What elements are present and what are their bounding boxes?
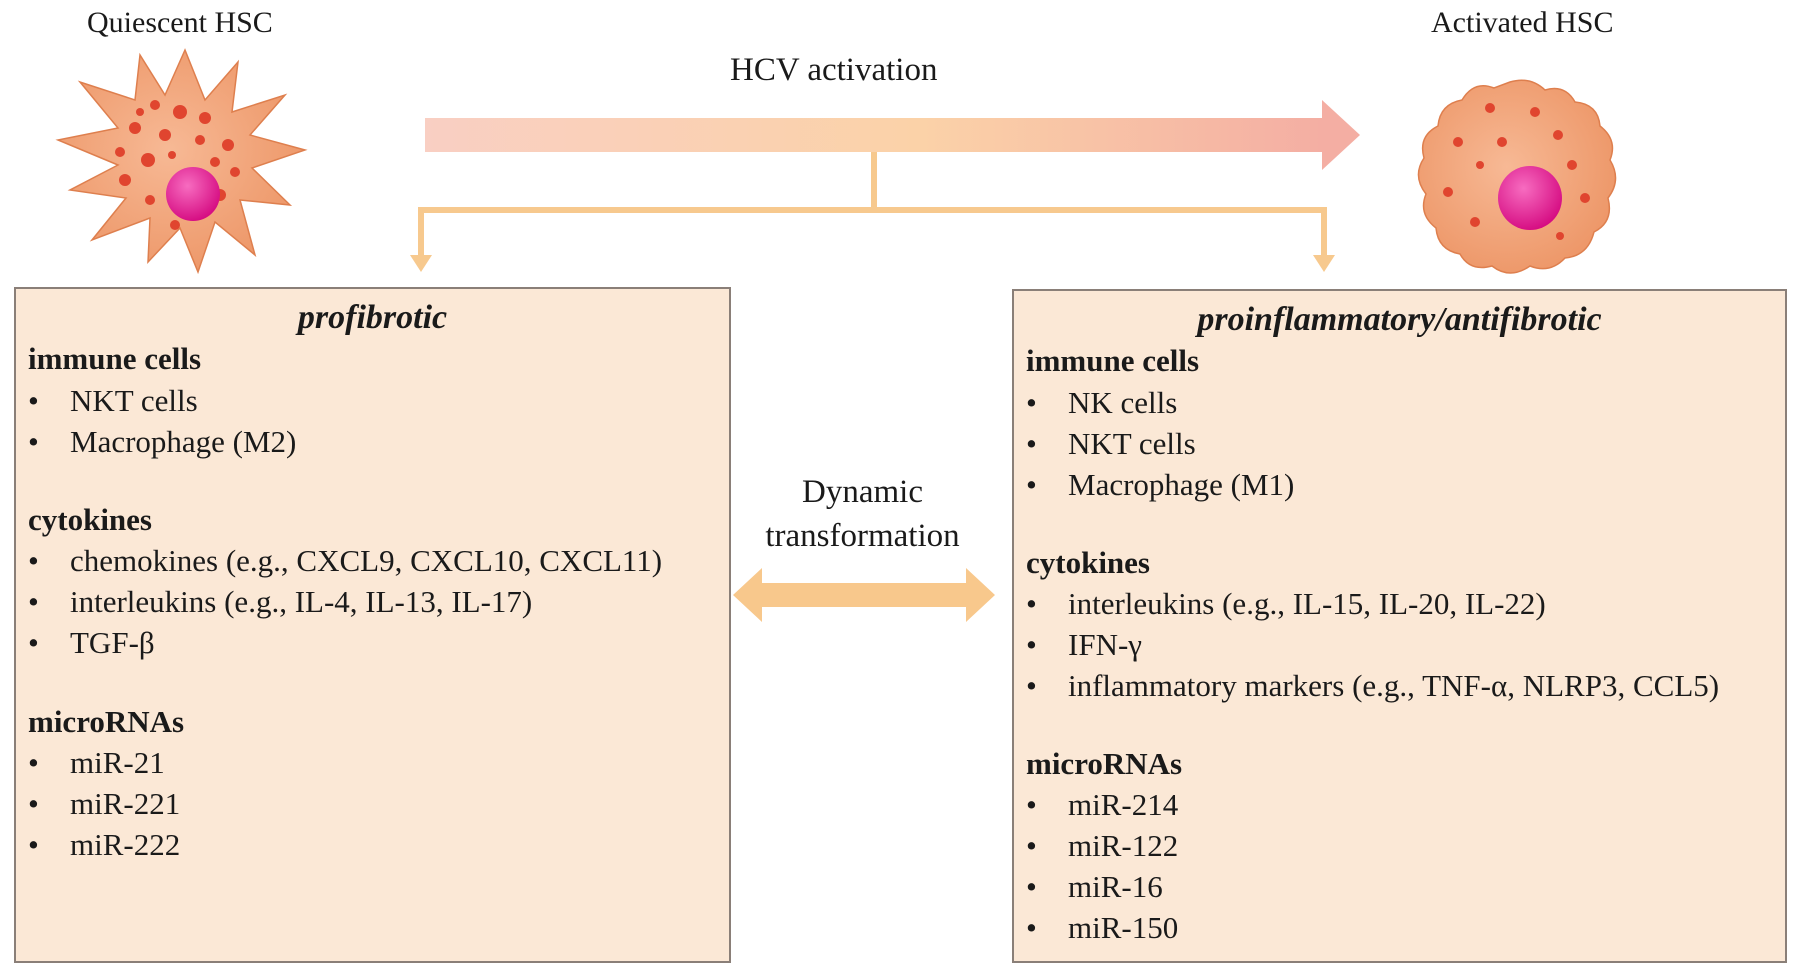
bullet: • <box>28 786 39 821</box>
left-mirna-item: • miR-222 <box>28 827 180 863</box>
quiescent-hsc-label: Quiescent HSC <box>87 6 273 39</box>
bullet: • <box>1026 869 1037 904</box>
branch-connector <box>418 152 1327 258</box>
right-cytokine-item: • interleukins (e.g., IL-15, IL-20, IL-22… <box>1026 586 1546 622</box>
left-section-immune-cells: immune cells <box>28 341 202 376</box>
bullet: • <box>1026 385 1037 420</box>
bullet: • <box>28 827 39 862</box>
bullet: • <box>28 383 39 418</box>
right-section-micrornas: microRNAs <box>1026 746 1183 781</box>
dynamic-double-arrow <box>733 568 995 622</box>
right-mirna-item: • miR-16 <box>1026 869 1163 905</box>
left-mirna-item-text: miR-21 <box>70 745 165 780</box>
quiescent-nucleus <box>166 167 220 221</box>
right-cytokine-item-text: interleukins (e.g., IL-15, IL-20, IL-22) <box>1068 586 1546 621</box>
activated-hsc-label: Activated HSC <box>1431 6 1614 39</box>
left-cytokine-item: • interleukins (e.g., IL-4, IL-13, IL-17) <box>28 584 532 620</box>
bullet: • <box>28 745 39 780</box>
right-immune-item-text: NKT cells <box>1068 426 1196 461</box>
right-immune-item-text: NK cells <box>1068 385 1178 420</box>
left-mirna-item-text: miR-221 <box>70 786 181 821</box>
right-section-cytokines: cytokines <box>1026 545 1150 580</box>
activated-granules <box>1443 103 1590 240</box>
bullet: • <box>1026 426 1037 461</box>
branch-arrowhead-left <box>410 255 432 272</box>
right-immune-item-text: Macrophage (M1) <box>1068 467 1295 502</box>
right-mirna-item-text: miR-16 <box>1068 869 1163 904</box>
right-cytokine-item: • IFN-γ <box>1026 627 1142 663</box>
proinflammatory-panel: proinflammatory/antifibrotic immune cell… <box>1012 289 1787 963</box>
right-immune-item: • NKT cells <box>1026 426 1196 462</box>
activated-hsc-cell <box>1417 79 1617 274</box>
right-mirna-item-text: miR-214 <box>1068 787 1179 822</box>
profibrotic-panel: profibrotic immune cells • NKT cells • Mac… <box>14 287 731 963</box>
bullet: • <box>28 543 39 578</box>
bullet: • <box>28 625 39 660</box>
quiescent-hsc-cell <box>55 48 308 275</box>
left-immune-item-text: NKT cells <box>70 383 198 418</box>
left-section-micrornas: microRNAs <box>28 704 185 739</box>
right-mirna-item: • miR-150 <box>1026 910 1178 946</box>
right-mirna-item-text: miR-150 <box>1068 910 1179 945</box>
bullet: • <box>28 584 39 619</box>
left-cytokine-item-text: TGF-β <box>70 625 155 660</box>
right-immune-item: • NK cells <box>1026 385 1177 421</box>
bullet: • <box>1026 828 1037 863</box>
dynamic-transformation-label: Dynamic transformation <box>740 470 985 558</box>
left-mirna-item: • miR-221 <box>28 786 180 822</box>
left-immune-item: • NKT cells <box>28 383 198 419</box>
left-mirna-item: • miR-21 <box>28 745 165 781</box>
bullet: • <box>28 424 39 459</box>
dynamic-label-line1: Dynamic <box>802 474 923 510</box>
right-cytokine-item-text: inflammatory markers (e.g., TNF-α, NLRP3… <box>1068 668 1720 703</box>
bullet: • <box>1026 787 1037 822</box>
right-section-immune-cells: immune cells <box>1026 343 1200 378</box>
left-cytokine-item-text: chemokines (e.g., CXCL9, CXCL10, CXCL11) <box>70 543 663 578</box>
left-section-cytokines: cytokines <box>28 502 152 537</box>
bullet: • <box>1026 467 1037 502</box>
left-cytokine-item-text: interleukins (e.g., IL-4, IL-13, IL-17) <box>70 584 533 619</box>
bullet: • <box>1026 910 1037 945</box>
branch-arrowhead-right <box>1313 255 1335 272</box>
bullet: • <box>1026 668 1037 703</box>
hcv-activation-arrow <box>425 100 1360 170</box>
right-immune-item: • Macrophage (M1) <box>1026 467 1294 503</box>
bullet: • <box>1026 586 1037 621</box>
hcv-activation-label: HCV activation <box>730 52 938 88</box>
dynamic-label-line2: transformation <box>765 518 960 554</box>
right-cytokine-item-text: IFN-γ <box>1068 627 1142 662</box>
left-immune-item-text: Macrophage (M2) <box>70 424 297 459</box>
proinflammatory-title: proinflammatory/antifibrotic <box>1197 301 1602 338</box>
left-cytokine-item: • chemokines (e.g., CXCL9, CXCL10, CXCL11… <box>28 543 662 579</box>
right-mirna-item: • miR-122 <box>1026 828 1178 864</box>
left-mirna-item-text: miR-222 <box>70 827 181 862</box>
profibrotic-title: profibrotic <box>297 299 448 336</box>
activated-nucleus <box>1498 166 1562 230</box>
right-mirna-item-text: miR-122 <box>1068 828 1179 863</box>
bullet: • <box>1026 627 1037 662</box>
quiescent-cell-body <box>55 48 308 275</box>
right-mirna-item: • miR-214 <box>1026 787 1178 823</box>
right-cytokine-item: • inflammatory markers (e.g., TNF-α, NLRP… <box>1026 668 1719 704</box>
left-cytokine-item: • TGF-β <box>28 625 155 661</box>
left-immune-item: • Macrophage (M2) <box>28 424 296 460</box>
